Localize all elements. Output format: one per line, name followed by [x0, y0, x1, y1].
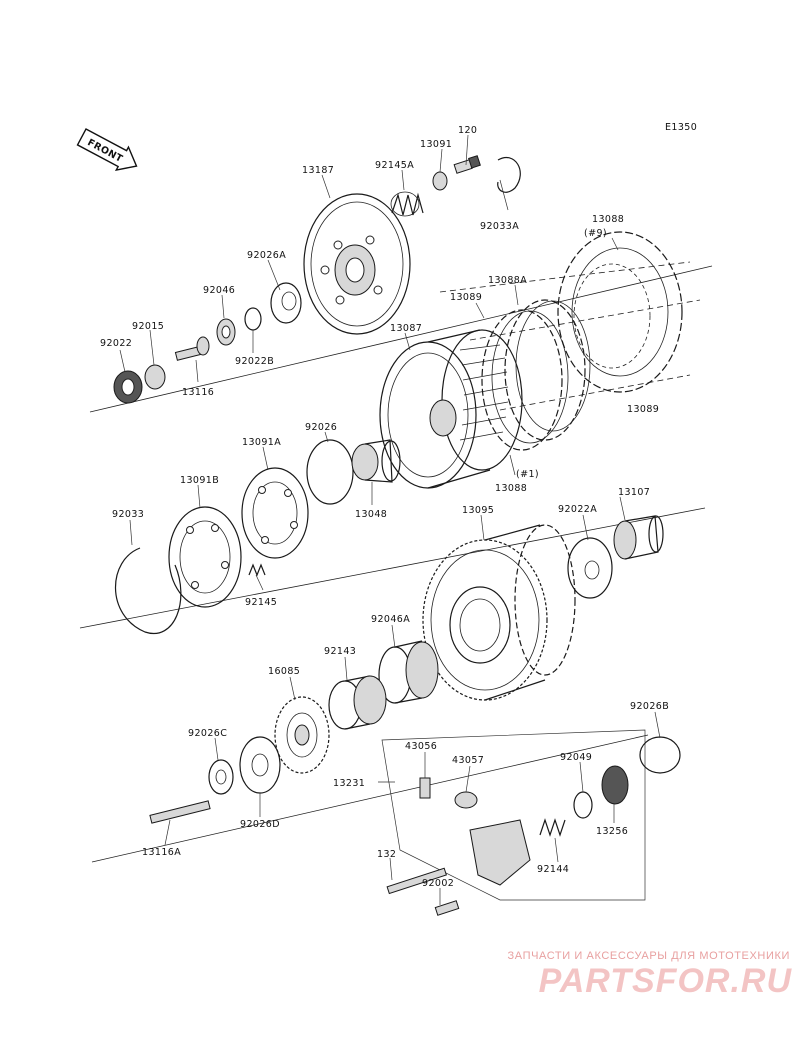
leader-lines: [119, 134, 661, 905]
label-92033a: 92033A: [480, 221, 519, 232]
label-92026c: 92026C: [188, 728, 227, 739]
label-13088-bottom: 13088: [495, 483, 527, 494]
label-92026b: 92026B: [630, 701, 669, 712]
washer-92026d-icon: [239, 736, 281, 794]
bearing-92022-icon: [113, 370, 143, 404]
label-92145: 92145: [245, 597, 277, 608]
plate-13091b-icon: [168, 506, 242, 608]
label-13088a: 13088A: [488, 275, 527, 286]
rod-13116a-icon: [149, 800, 211, 824]
pressure-plate-13187-icon: [303, 193, 411, 335]
plate-13091a-icon: [241, 467, 309, 559]
washer-92022b-icon: [244, 307, 262, 331]
circlip-92033a-icon: [497, 157, 521, 193]
label-16085: 16085: [268, 666, 300, 677]
label-92026d: 92026D: [240, 819, 280, 830]
label-92046a: 92046A: [371, 614, 410, 625]
watermark-logo: PARTSFOR.RU: [538, 962, 792, 1000]
circlip-92026-icon: [306, 439, 354, 505]
label-note-1: (#1): [516, 469, 539, 480]
label-92046: 92046: [203, 285, 235, 296]
spring-92145a-icon: [390, 191, 424, 217]
gear-16085-icon: [274, 696, 330, 774]
label-120: 120: [458, 125, 477, 136]
friction-plate-stack-icon: [481, 299, 591, 451]
label-92022b: 92022B: [235, 356, 274, 367]
label-13095: 13095: [462, 505, 494, 516]
collar-92143-icon: [328, 675, 387, 730]
label-92022: 92022: [100, 338, 132, 349]
nut-92015-icon: [144, 364, 166, 390]
spring-92145-icon: [248, 563, 266, 577]
label-43056: 43056: [405, 741, 437, 752]
label-13107: 13107: [618, 487, 650, 498]
label-132: 132: [377, 849, 396, 860]
sleeve-13107-icon: [613, 515, 664, 560]
label-13048: 13048: [355, 509, 387, 520]
label-92145a: 92145A: [375, 160, 414, 171]
label-43057: 43057: [452, 755, 484, 766]
diagram-code: E1350: [665, 122, 697, 133]
label-92143: 92143: [324, 646, 356, 657]
collar-13091-icon: [432, 171, 448, 191]
label-13187: 13187: [302, 165, 334, 176]
label-92022a: 92022A: [558, 504, 597, 515]
label-13089-right: 13089: [627, 404, 659, 415]
label-13087: 13087: [390, 323, 422, 334]
label-13091: 13091: [420, 139, 452, 150]
bolt-120-icon: [453, 155, 481, 174]
label-13091b: 13091B: [180, 475, 219, 486]
label-92049: 92049: [560, 752, 592, 763]
push-rod-13116-icon: [174, 336, 210, 361]
label-13088-top: 13088: [592, 214, 624, 225]
watermark-tagline: ЗАПЧАСТИ И АКСЕССУАРЫ ДЛЯ МОТОТЕХНИКИ: [507, 950, 790, 962]
washer-92026c-icon: [208, 759, 234, 795]
clutch-hub-13087-icon: [379, 329, 523, 489]
label-13116: 13116: [182, 387, 214, 398]
axis-lines: [79, 261, 713, 863]
washer-92022a-icon: [567, 537, 613, 599]
clutch-housing-13095-icon: [422, 524, 576, 701]
label-13116a: 13116A: [142, 847, 181, 858]
front-arrow-icon: FRONT: [76, 128, 138, 172]
label-92144: 92144: [537, 864, 569, 875]
bearing-92046-icon: [216, 318, 236, 346]
label-13091a: 13091A: [242, 437, 281, 448]
sleeve-13048-icon: [351, 439, 401, 483]
release-assembly-13231-icon: [381, 729, 681, 916]
circlip-92033-icon: [114, 547, 182, 635]
label-note-9: (#9): [584, 228, 607, 239]
part-labels: E1350 120 13091 92145A 13187 92033A 1308…: [100, 122, 697, 889]
friction-plate-13088-icon: [557, 231, 683, 393]
label-13089-top: 13089: [450, 292, 482, 303]
label-92015: 92015: [132, 321, 164, 332]
label-92026: 92026: [305, 422, 337, 433]
label-13231: 13231: [333, 778, 365, 789]
label-13256: 13256: [596, 826, 628, 837]
bearing-92046a-icon: [378, 640, 439, 704]
label-92033: 92033: [112, 509, 144, 520]
label-92002: 92002: [422, 878, 454, 889]
label-92026a: 92026A: [247, 250, 286, 261]
washer-92026a-icon: [270, 282, 302, 324]
